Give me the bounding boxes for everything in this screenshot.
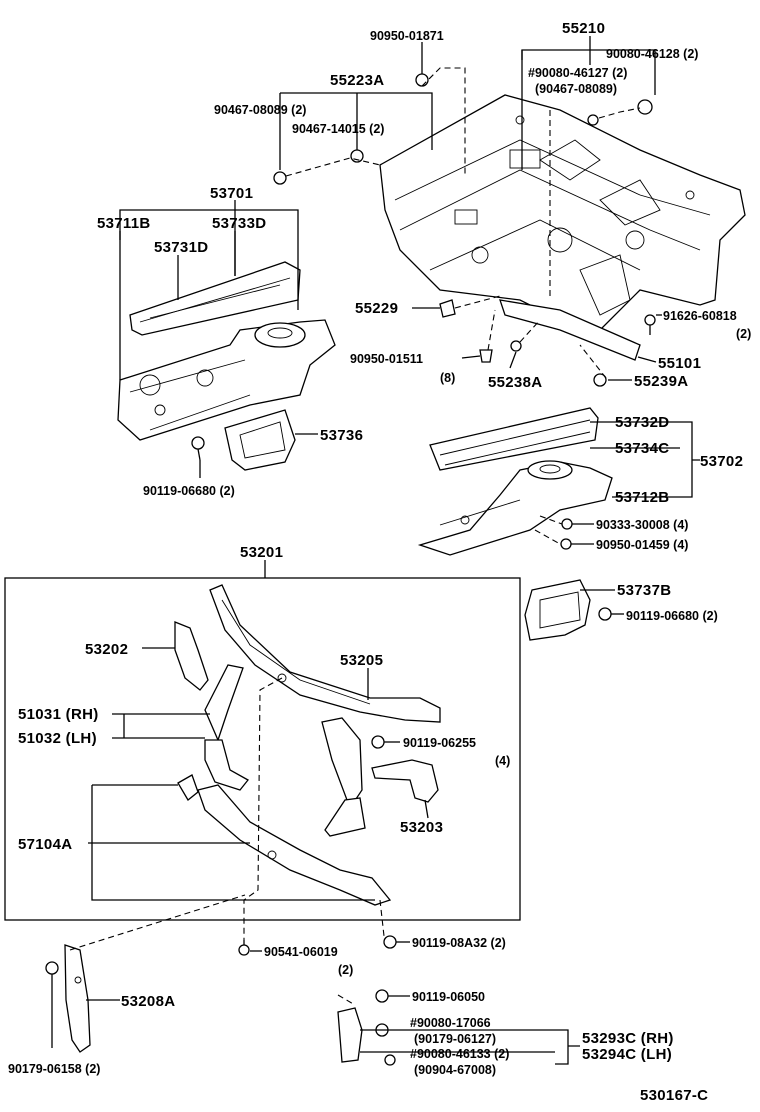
label-90950-01511: 90950-01511 [350,352,423,366]
clip-90080-46127 [587,99,653,126]
label-90467-08089-sub: (90467-08089) [535,82,617,96]
label-53732D: 53732D [615,414,669,431]
label-55210: 55210 [562,20,605,37]
label-55101: 55101 [658,355,701,372]
label-51032: 51032 (LH) [18,730,97,747]
label-55223A: 55223A [330,72,384,89]
diagram-id: 530167-C [640,1087,708,1104]
brace-53203-upper [321,717,366,837]
bolt-90119-06680-b [598,607,612,621]
label-53736: 53736 [320,427,363,444]
label-90904-67008: (90904-67008) [414,1063,496,1077]
label-53737B: 53737B [617,582,671,599]
label-90179-06158: 90179-06158 (2) [8,1062,100,1076]
label-90080-46128: 90080-46128 (2) [606,47,698,61]
support-53205 [209,584,441,723]
bolt-90541 [238,940,250,956]
bolt-90119-06050 [375,989,389,1003]
label-90333-30008: 90333-30008 (4) [596,518,688,532]
support-51031 [204,664,249,791]
clip-55229 [439,299,456,318]
label-90541-qty: (2) [338,963,353,977]
label-53733D: 53733D [212,215,266,232]
label-51031: 51031 (RH) [18,706,99,723]
bolt-90119-06255 [371,735,385,749]
clip-55238A [510,340,522,352]
clip-55239A [593,373,607,387]
label-55239A: 55239A [634,373,688,390]
nut-90080-46133 [384,1054,396,1066]
cover-53737B [524,579,591,641]
label-90179-06127: (90179-06127) [414,1032,496,1046]
label-55238A: 55238A [488,374,542,391]
label-53202: 53202 [85,641,128,658]
lower-panel-55210 [499,299,641,361]
label-53701: 53701 [210,185,253,202]
label-90080-46127: #90080-46127 (2) [528,66,627,80]
label-53203: 53203 [400,819,443,836]
label-90950-01511-qty: (8) [440,371,455,385]
apron-53701 [117,261,336,441]
label-53294C: 53294C (LH) [582,1046,672,1063]
bracket-53203 [371,759,439,803]
label-90467-08089: 90467-08089 (2) [214,103,306,117]
label-90119-06680-a: 90119-06680 (2) [143,484,235,498]
label-91626-60818: 91626-60818 [663,309,737,323]
group-box-53201 [4,577,521,921]
label-90119-06680-b: 90119-06680 (2) [626,609,718,623]
label-90080-17066: #90080-17066 [410,1016,491,1030]
clip-90950-01511 [479,349,493,363]
label-53711B: 53711B [97,215,151,232]
label-53734C: 53734C [615,440,669,457]
label-53208A: 53208A [121,993,175,1010]
label-90119-08A32: 90119-08A32 (2) [412,936,506,950]
bracket-53293C [337,994,363,1063]
label-90950-01871: 90950-01871 [370,29,444,43]
label-55229: 55229 [355,300,398,317]
support-57104A [177,774,392,906]
label-90119-06255-qty: (4) [495,754,510,768]
label-90080-46133: #90080-46133 (2) [410,1047,509,1061]
dash-panel-55101 [379,94,746,331]
label-53731D: 53731D [154,239,208,256]
label-91626-qty: (2) [736,327,751,341]
label-90467-14015: 90467-14015 (2) [292,122,384,136]
label-90119-06050: 90119-06050 [412,990,485,1004]
bolt-91626 [644,314,656,335]
label-90119-06255: 90119-06255 [403,736,476,750]
clip-90950-01459 [560,538,572,550]
clip-90950-01871 [415,73,429,87]
label-90541-06019: 90541-06019 [264,945,338,959]
label-53702: 53702 [700,453,743,470]
bolt-90119-06680-a [191,436,205,461]
label-53201: 53201 [240,544,283,561]
label-53712B: 53712B [615,489,669,506]
bolt-90119-08A32 [383,935,397,949]
bracket-53202 [174,621,209,691]
label-53205: 53205 [340,652,383,669]
bracket-53736 [224,409,296,471]
clip-90179-06158 [45,961,59,1048]
apron-53702 [417,407,613,556]
label-90950-01459: 90950-01459 (4) [596,538,688,552]
clip-90333 [561,518,573,530]
label-53293C: 53293C (RH) [582,1030,674,1047]
label-57104A: 57104A [18,836,72,853]
support-53208A [64,944,91,1053]
